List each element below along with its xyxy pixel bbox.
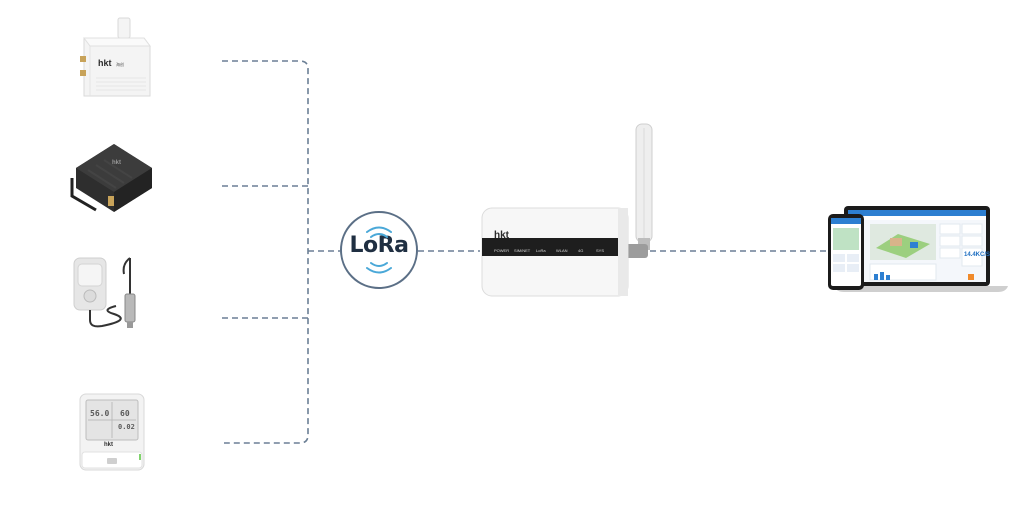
led-power: POWER	[494, 248, 510, 253]
sensor-node-black-rugged-icon: hkt	[70, 144, 152, 212]
lora-wave-icon	[366, 226, 392, 274]
led-sim-net: SIM/NET	[514, 248, 531, 253]
lora-gateway: hkt	[478, 120, 654, 300]
platform-devices-icon	[828, 206, 1008, 292]
lcd-brand-label: hkt	[104, 442, 113, 448]
monitoring-platform: 14.4KC/S	[826, 204, 1016, 294]
lcd-reading-3: 60	[120, 409, 130, 418]
sensor-node-black-rugged: hkt	[66, 138, 158, 218]
lora-badge: LoRa	[340, 211, 418, 289]
led-wlan: WLAN	[556, 248, 568, 253]
sensor-lcd-display-icon	[79, 393, 145, 471]
line-sensor-1	[222, 60, 309, 444]
gateway-led-row: POWER SIM/NET LoRa WLAN 4G SYS	[494, 248, 612, 258]
sensor-level-probe-icon	[73, 257, 136, 328]
svg-text:hkt: hkt	[98, 58, 112, 68]
gateway-brand: hkt	[494, 230, 509, 241]
sensor-node-white-box: hkt 海创	[76, 16, 156, 102]
led-4g: 4G	[578, 248, 584, 253]
svg-text:hkt: hkt	[112, 160, 121, 166]
svg-text:海创: 海创	[116, 61, 124, 67]
lcd-reading-1: 56.0	[90, 409, 110, 418]
led-lora: LoRa	[536, 248, 546, 253]
led-sys: SYS	[596, 248, 605, 253]
lora-gateway-icon	[481, 123, 653, 297]
sensor-level-probe	[70, 254, 162, 334]
sensor-lcd-display: 56.0 60 0.02 hkt	[78, 392, 146, 472]
sensor-node-white-box-icon: hkt 海创	[80, 17, 151, 97]
platform-kpi-value: 14.4KC/S	[964, 252, 991, 258]
lora-label: LoRa	[349, 233, 409, 258]
lcd-reading-2: 0.02	[118, 423, 135, 431]
